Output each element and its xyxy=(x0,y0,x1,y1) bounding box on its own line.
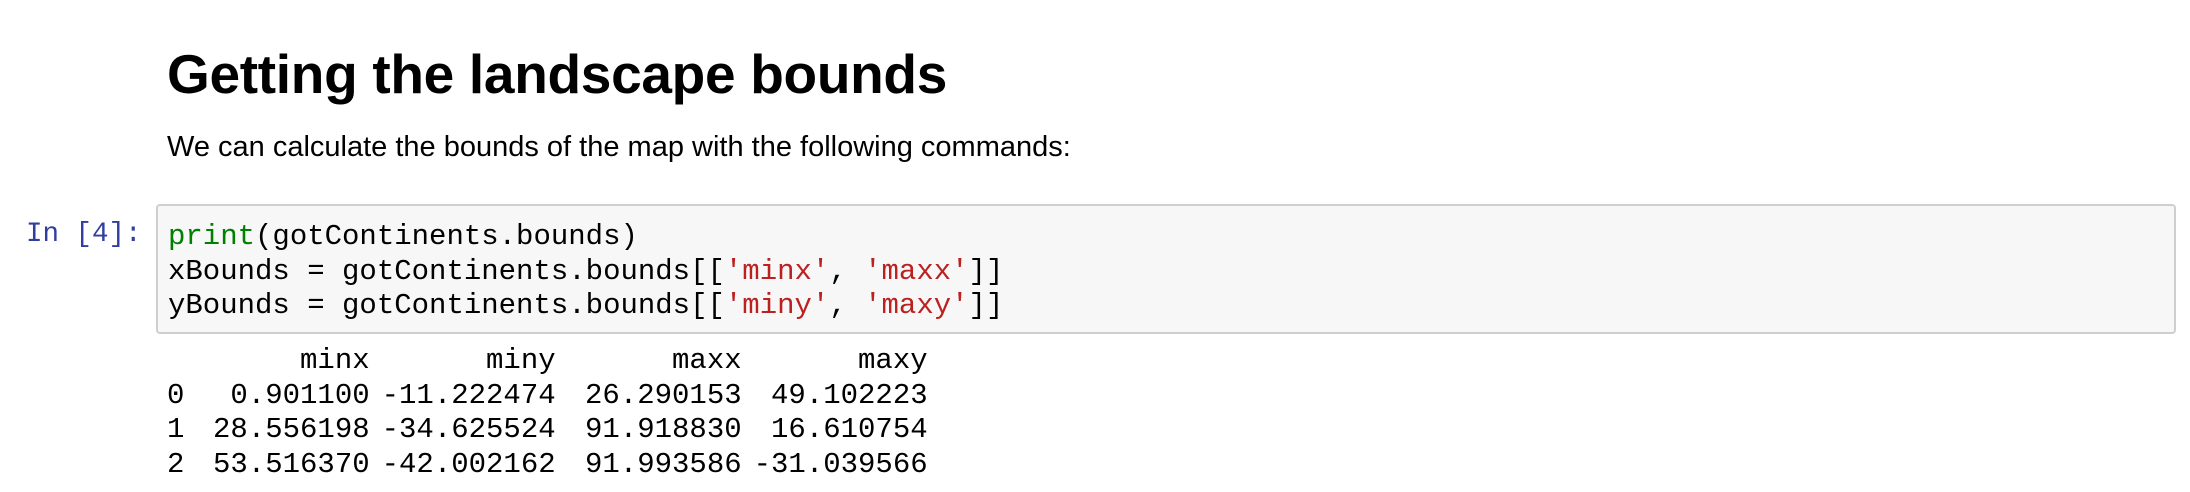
code-token-plain: (gotContinents.bounds) xyxy=(255,220,638,253)
code-token-plain: , xyxy=(829,289,865,322)
cell-minx: 53.516370 xyxy=(213,447,370,481)
cell-maxy: 49.102223 xyxy=(771,378,928,412)
table-row: 0 0.901100 -11.222474 26.290153 49.10222… xyxy=(167,379,928,414)
table-header-row: minx miny maxx maxy xyxy=(167,344,928,379)
cell-miny: -42.002162 xyxy=(381,447,556,481)
cell-maxx: 26.290153 xyxy=(585,378,742,412)
table-row: 1 28.556198 -34.625524 91.918830 16.6107… xyxy=(167,413,928,448)
code-token-plain: , xyxy=(829,254,865,288)
code-token-string: 'maxx' xyxy=(864,254,969,288)
column-header-maxx: maxx xyxy=(672,344,742,377)
column-header-maxy: maxy xyxy=(858,344,928,377)
markdown-cell[interactable]: Getting the landscape bounds We can calc… xyxy=(167,40,2174,166)
code-line: print(gotContinents.bounds) xyxy=(168,220,638,253)
code-token-plain: ]] xyxy=(968,254,1004,288)
description-paragraph: We can calculate the bounds of the map w… xyxy=(167,131,1071,163)
cell-minx: 28.556198 xyxy=(213,413,370,446)
code-token-plain: xBounds = gotContinents.bounds[[ xyxy=(168,254,725,288)
row-index: 2 xyxy=(167,447,185,481)
bounds-output-table: minx miny maxx maxy 0 0.901100 -11.22247… xyxy=(167,344,928,482)
code-line: yBounds = gotContinents.bounds[['miny', … xyxy=(168,289,1003,322)
code-input-area[interactable]: print(gotContinents.bounds) xBounds = go… xyxy=(156,204,2176,334)
row-index: 0 xyxy=(167,378,185,412)
cell-maxy: 16.610754 xyxy=(771,413,928,446)
output-area: minx miny maxx maxy 0 0.901100 -11.22247… xyxy=(167,344,928,482)
row-index: 1 xyxy=(167,413,185,446)
column-header-minx: minx xyxy=(300,344,370,377)
input-prompt: In [4]: xyxy=(26,219,142,250)
code-token-string: 'minx' xyxy=(724,254,830,288)
code-token-string: 'maxy' xyxy=(864,289,969,322)
cell-maxx: 91.918830 xyxy=(585,413,742,446)
column-header-miny: miny xyxy=(486,344,556,377)
index-header xyxy=(167,344,213,379)
code-editor[interactable]: print(gotContinents.bounds) xBounds = go… xyxy=(168,220,1003,324)
cell-minx: 0.901100 xyxy=(230,378,370,412)
table-row: 2 53.516370 -42.002162 91.993586 -31.039… xyxy=(167,448,928,483)
section-heading: Getting the landscape bounds xyxy=(167,43,947,105)
code-token-builtin: print xyxy=(168,220,256,253)
cell-miny: -11.222474 xyxy=(381,378,556,412)
code-cell[interactable]: In [4]: print(gotContinents.bounds) xBou… xyxy=(0,204,2190,338)
cell-maxy: -31.039566 xyxy=(753,447,928,481)
code-line: xBounds = gotContinents.bounds[['minx', … xyxy=(168,255,1003,288)
code-token-string: 'miny' xyxy=(724,289,830,322)
cell-maxx: 91.993586 xyxy=(585,447,742,481)
code-token-plain: ]] xyxy=(968,289,1004,322)
cell-miny: -34.625524 xyxy=(381,413,556,446)
code-token-plain: yBounds = gotContinents.bounds[[ xyxy=(168,289,725,322)
